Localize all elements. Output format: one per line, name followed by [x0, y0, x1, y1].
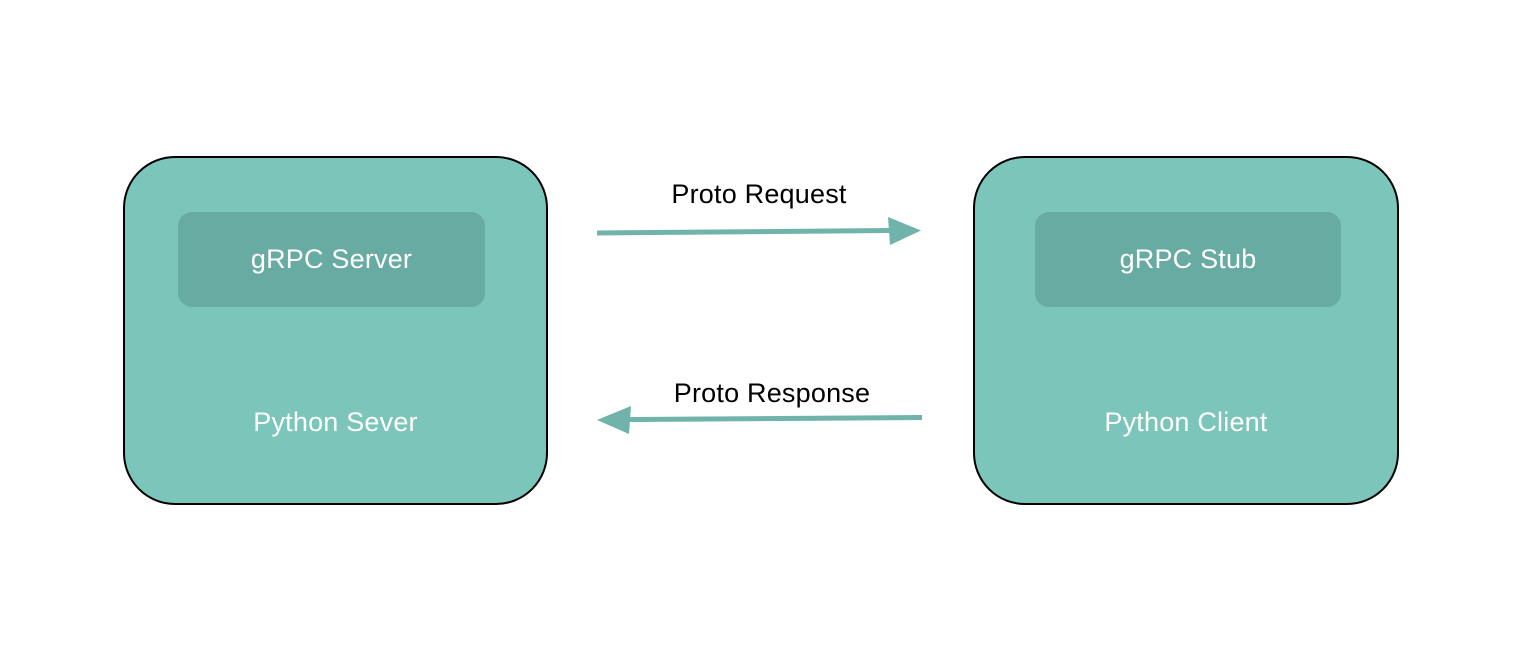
server-node: gRPC Server Python Sever	[123, 156, 548, 505]
request-arrow	[596, 217, 921, 245]
request-arrow-line	[596, 228, 893, 236]
client-node: gRPC Stub Python Client	[973, 156, 1399, 505]
grpc-stub-label: gRPC Stub	[1119, 244, 1257, 274]
server-node-label: Python Sever	[253, 407, 418, 437]
grpc-server-box: gRPC Server	[178, 212, 485, 307]
request-arrowhead-icon	[888, 217, 921, 245]
grpc-stub-box: gRPC Stub	[1035, 212, 1341, 307]
grpc-server-label: gRPC Server	[250, 244, 413, 274]
response-arrow-label: Proto Response	[673, 378, 871, 408]
client-node-label: Python Client	[1104, 407, 1268, 437]
response-arrow-line	[627, 415, 923, 422]
response-arrow	[597, 406, 923, 434]
request-arrow-label: Proto Request	[671, 179, 847, 209]
response-arrowhead-icon	[597, 406, 631, 434]
